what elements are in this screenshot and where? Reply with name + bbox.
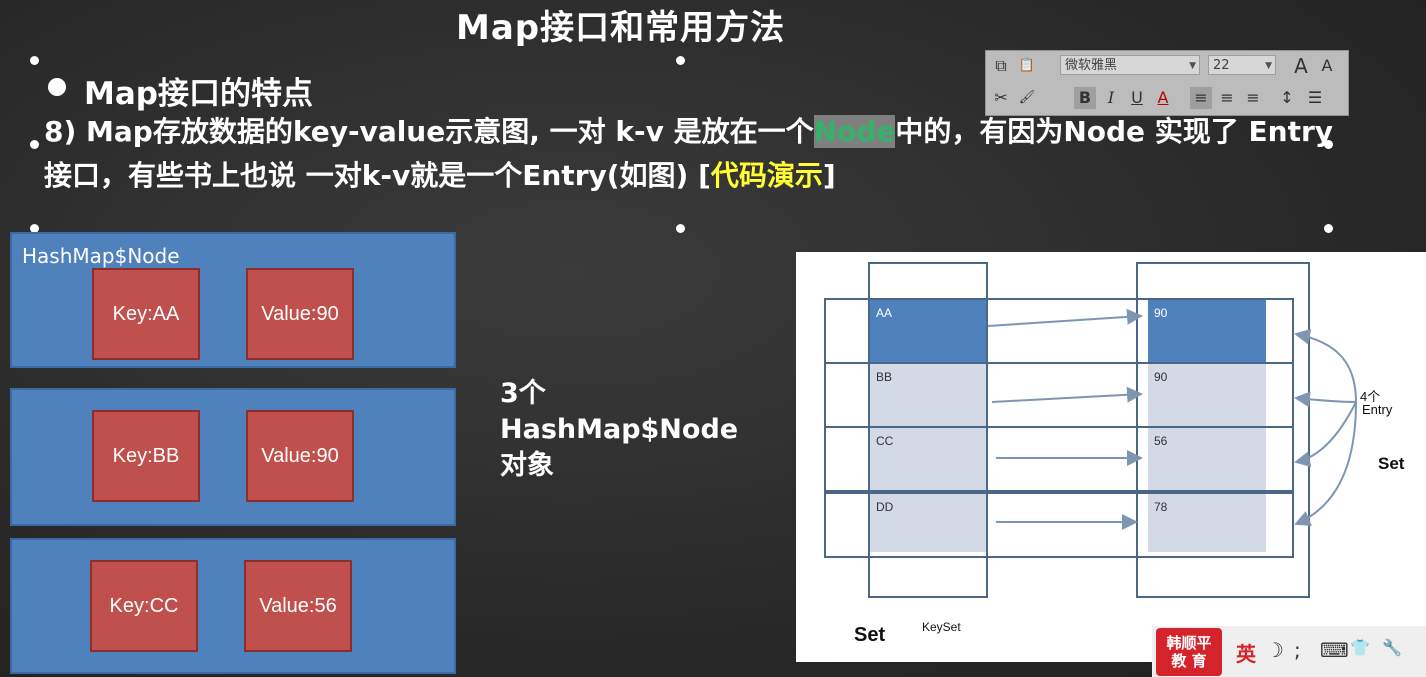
slide-paragraph[interactable]: 8) Map存放数据的key-value示意图, 一对 k-v 是放在一个Nod… [44,110,1334,198]
shrink-font-icon[interactable]: A [1321,56,1333,75]
arrows-svg [987,308,1357,530]
selection-handle[interactable] [30,56,39,65]
value-cell: 56 [1148,428,1266,490]
align-right-button[interactable]: ≡ [1246,88,1260,107]
hashmap-node-box [10,232,456,368]
entry-arrow [1294,328,1357,403]
node-count-text: 3个 HashMap$Node 对象 [500,376,738,484]
entry-count-label: 4个 [1360,389,1381,404]
list-icon[interactable]: ☰ [1307,88,1323,107]
paragraph-part2: 中的，有因为Node 实现了 Entry 接口，有些书上也说 一对k-v就是一个… [44,115,1334,192]
keyboard-icon[interactable]: ⌨ [1320,638,1349,662]
slide-heading: Map接口的特点 [84,76,313,112]
font-size-select[interactable]: 22 ▼ [1208,55,1276,75]
punctuation-icon[interactable]: ; [1294,638,1301,662]
hashmap-node-box [10,538,456,674]
hashmap-node-label: HashMap$Node [22,244,180,268]
align-left-button[interactable]: ≡ [1190,87,1212,109]
entry-arrow [1294,401,1357,526]
skin-icon[interactable]: 👕 [1350,638,1370,657]
line-spacing-icon[interactable]: ↕ [1280,88,1294,107]
node-count-line2: HashMap$Node [500,414,739,445]
copy-format-icon[interactable]: ⧉ [995,56,1007,75]
bullet-icon [48,78,66,96]
ime-status-bar: 韩顺平 教 育 英 ☽ ; ⌨ 👕 🔧 [1152,626,1426,677]
values-column [1136,262,1310,598]
hashmap-node-box [10,388,456,526]
moon-icon[interactable]: ☽ [1266,638,1284,662]
font-name-value: 微软雅黑 [1065,58,1118,73]
value-cell: 90 [1148,300,1266,362]
paragraph-highlight: 代码演示 [710,159,823,192]
align-center-button[interactable]: ≡ [1220,88,1234,107]
entry-set-diagram: AA BB CC DD 90 90 56 78 4个 Entry Set Set… [796,252,1426,662]
key-box: Key:CC [90,560,198,652]
value-cell: 90 [1148,364,1266,426]
selection-handle[interactable] [1324,224,1333,233]
bold-button[interactable]: B [1074,87,1096,109]
selection-handle[interactable] [30,224,39,233]
key-cell: DD [870,494,986,552]
font-name-select[interactable]: 微软雅黑 ▼ [1060,55,1200,75]
chevron-down-icon: ▼ [1189,61,1196,71]
entry-row [824,492,1294,558]
key-cell: CC [870,428,986,490]
slide-title: Map接口和常用方法 [456,8,786,48]
brand-logo-line2: 教 育 [1171,652,1207,670]
key-cell: BB [870,364,986,426]
selection-handle[interactable] [1324,140,1333,149]
entry-arrow [1294,401,1357,468]
key-box: Key:BB [92,410,200,502]
selection-handle[interactable] [676,56,685,65]
selection-handle[interactable] [30,140,39,149]
keyset-column [868,262,988,598]
node-count-line1: 3个 [500,378,546,409]
settings-wrench-icon[interactable]: 🔧 [1382,638,1402,657]
key-box: Key:AA [92,268,200,360]
entry-label: Entry [1362,402,1393,417]
paragraph-selected-text[interactable]: Node [813,115,896,148]
keyset-label: KeySet [922,620,961,634]
font-color-button[interactable]: A [1157,88,1169,107]
mini-format-toolbar: ⧉ 📋 微软雅黑 ▼ 22 ▼ A A ✂ 🖌 B I U A ≡ ≡ ≡ ↕ ☰ [985,50,1349,116]
mapping-arrow [987,308,1143,327]
value-cell: 78 [1148,494,1266,552]
bottom-set-label: Set [854,624,886,646]
paste-icon[interactable]: 📋 [1018,58,1036,73]
paragraph-part1: 8) Map存放数据的key-value示意图, 一对 k-v 是放在一个 [44,115,814,148]
brand-logo-line1: 韩顺平 [1166,634,1212,652]
selection-handle[interactable] [676,224,685,233]
right-set-label: Set [1378,454,1405,473]
entry-row [824,426,1294,492]
value-box: Value:56 [244,560,352,652]
node-count-line3: 对象 [500,450,554,481]
chevron-down-icon: ▼ [1265,61,1272,71]
ime-language-toggle[interactable]: 英 [1236,642,1256,666]
value-box: Value:90 [246,410,354,502]
underline-button[interactable]: U [1131,88,1143,107]
paragraph-end: ] [822,159,836,192]
grow-font-icon[interactable]: A [1294,54,1308,78]
italic-button[interactable]: I [1107,88,1115,107]
cut-icon[interactable]: ✂ [994,88,1008,107]
font-size-value: 22 [1213,58,1230,73]
entry-arrow [1294,391,1357,408]
value-box: Value:90 [246,268,354,360]
key-cell: AA [870,300,986,362]
format-painter-icon[interactable]: 🖌 [1018,90,1036,105]
brand-logo: 韩顺平 教 育 [1156,628,1222,676]
mapping-arrow [991,386,1143,403]
